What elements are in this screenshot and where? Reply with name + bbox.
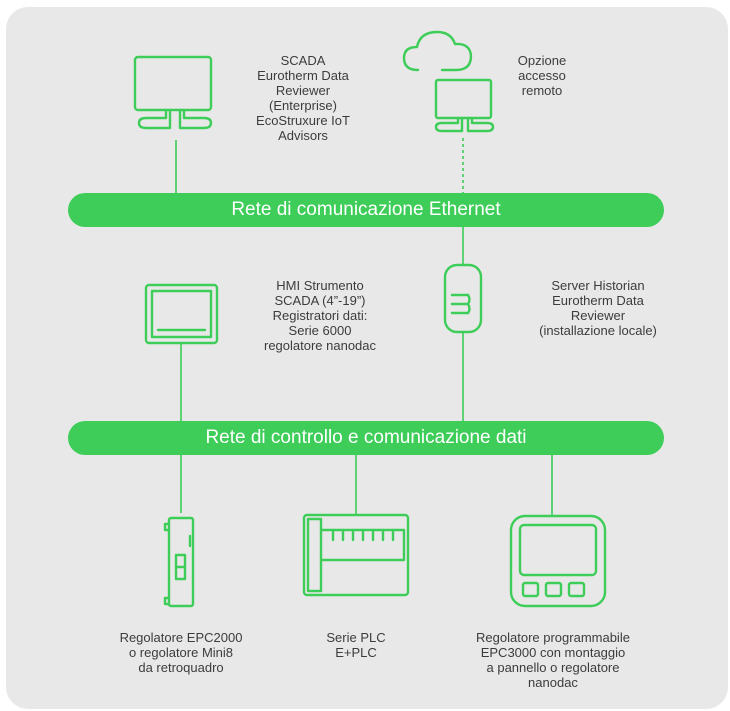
din-rail-controller-icon bbox=[163, 516, 195, 608]
server-icon bbox=[443, 263, 483, 334]
diagram-panel bbox=[6, 7, 728, 709]
remote-label: Opzione accesso remoto bbox=[517, 53, 567, 98]
panel-controller-icon bbox=[509, 514, 607, 608]
plc-icon bbox=[302, 513, 410, 597]
historian-label: Server Historian Eurotherm Data Reviewer… bbox=[539, 278, 657, 338]
scada-label: SCADA Eurotherm Data Reviewer (Enterpris… bbox=[256, 53, 350, 143]
ethernet-bus: Rete di comunicazione Ethernet bbox=[68, 193, 664, 227]
hmi-panel-icon bbox=[144, 283, 219, 345]
epc2000-label: Regolatore EPC2000 o regolatore Mini8 da… bbox=[119, 630, 243, 675]
hmi-label: HMI Strumento SCADA (4”-19”) Registrator… bbox=[263, 278, 377, 353]
plc-label: Serie PLC E+PLC bbox=[326, 630, 386, 660]
monitor-icon bbox=[133, 55, 213, 130]
cloud-monitor-icon bbox=[402, 30, 495, 133]
epc3000-label: Regolatore programmabile EPC3000 con mon… bbox=[476, 630, 630, 690]
control-bus: Rete di controllo e comunicazione dati bbox=[68, 421, 664, 455]
